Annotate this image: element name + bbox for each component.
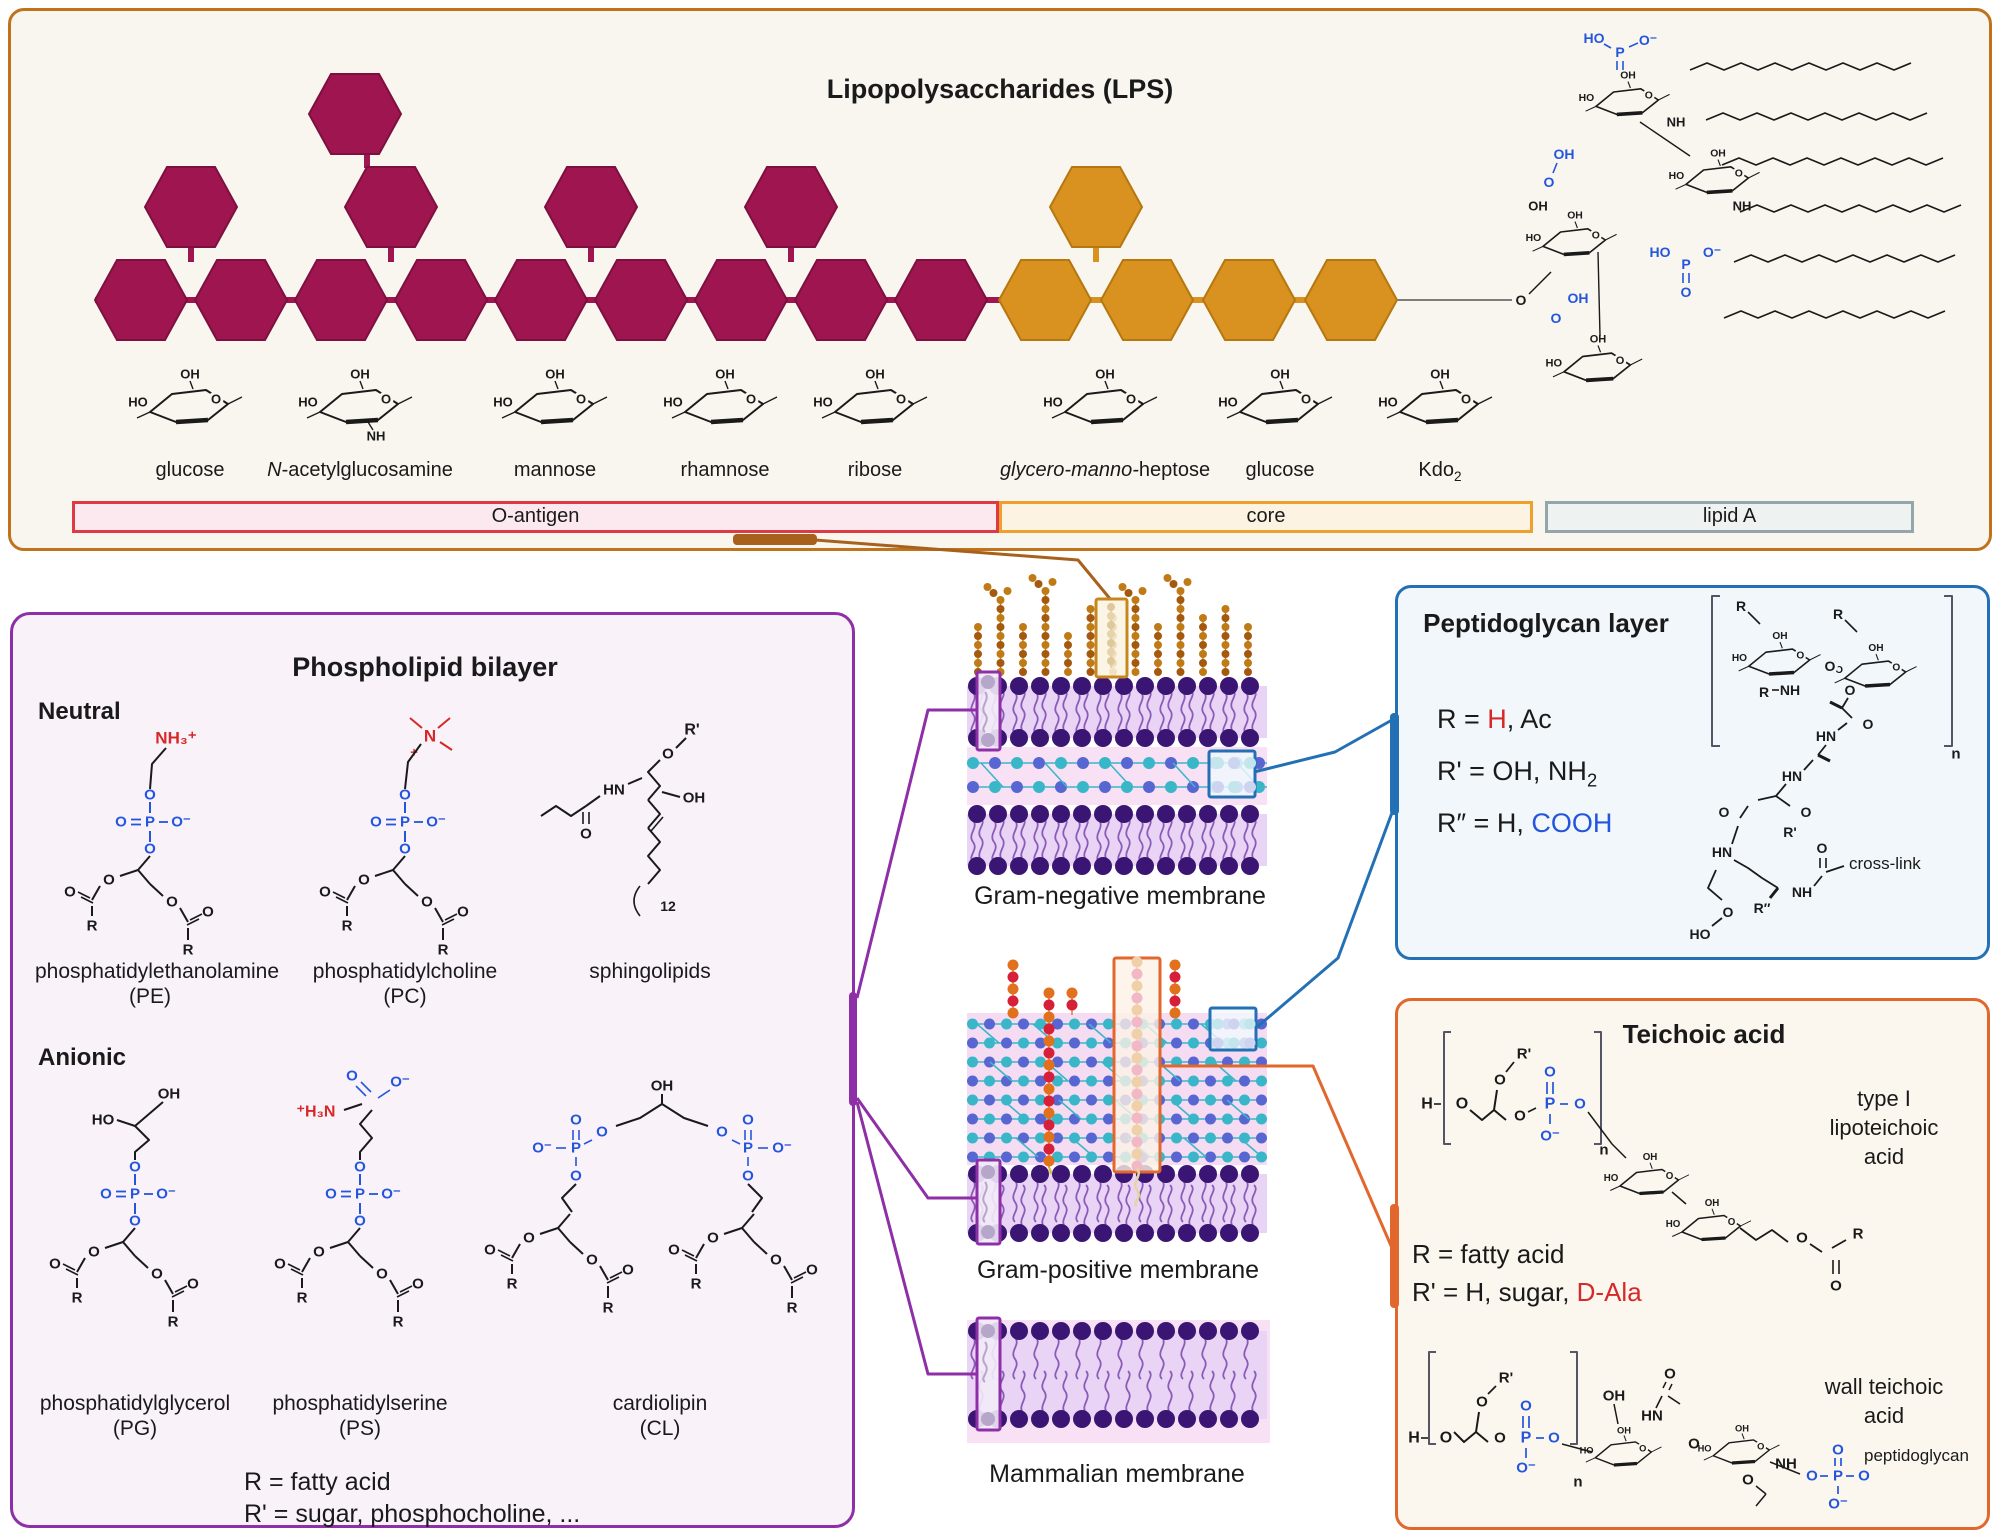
phospholipid-panel [10,612,855,1528]
gram-negative-membrane-art [967,574,1267,875]
type1-line3: acid [1863,1144,1905,1169]
pg-line-rprime: R' = OH, NH2 [1437,756,1598,791]
lps-title: Lipopolysaccharides (LPS) [826,74,1174,104]
sugar-label: glucose [1245,459,1315,481]
ta-legend-r: R = fatty acid [1412,1239,1565,1269]
lps-region-core: core [999,501,1533,533]
pl-legend-rprime: R' = sugar, phosphocholine, ... [244,1500,581,1528]
sugar-label: glucose [155,459,225,481]
lps-region-lipid-a: lipid A [1545,501,1914,533]
gram-negative-label: Gram-negative membrane [974,882,1266,910]
type1-line2: lipoteichoic [1829,1115,1939,1140]
peptidoglycan-panel [1395,585,1990,960]
pg-line-r: R = H, Ac [1437,704,1552,734]
peptidoglycan-anchor-label: peptidoglycan [1864,1446,1969,1465]
sugar-label: mannose [513,459,597,481]
anionic-heading: Anionic [38,1044,126,1071]
highlight-boxes [975,597,1258,1432]
wall-line1: wall teichoic [1824,1374,1944,1399]
sugar-label: rhamnose [680,459,770,481]
teichoic-panel [1395,998,1990,1530]
gram-positive-membrane-art [967,959,1267,1242]
wall-line2: acid [1863,1403,1905,1428]
sugar-label: ribose [847,459,903,481]
sugar-label: Kdo2 [1418,459,1462,484]
pl-legend-r: R = fatty acid [244,1468,391,1496]
teichoic-title: Teichoic acid [1622,1019,1786,1049]
lps-region-o-antigen: O-antigen [72,501,999,533]
lipid-name-cl: cardiolipin(CL) [612,1392,708,1440]
mammalian-label: Mammalian membrane [989,1460,1245,1488]
neutral-heading: Neutral [38,698,121,725]
sugar-label: glycero-manno-heptose [999,459,1211,481]
mammalian-membrane-art [967,1320,1270,1443]
lipid-name-pc: phosphatidylcholine(PC) [312,960,498,1008]
cross-link-label: cross-link [1849,854,1921,873]
peptidoglycan-title: Peptidoglycan layer [1423,608,1669,638]
phospholipid-title: Phospholipid bilayer [292,652,558,682]
gram-positive-label: Gram-positive membrane [976,1256,1260,1284]
type1-line1: type I [1857,1086,1911,1111]
ta-legend-rprime: R' = H, sugar, D-Ala [1412,1277,1642,1307]
sugar-label: N-acetylglucosamine [267,459,453,481]
pg-line-rdprime: R″ = H, COOH [1437,808,1613,838]
lipid-name-sphingolipids: sphingolipids [589,960,711,983]
lipid-name-ps: phosphatidylserine(PS) [272,1392,448,1440]
lipid-name-pg: phosphatidylglycerol(PG) [39,1392,231,1440]
lipid-name-pe: phosphatidylethanolamine(PE) [35,960,280,1008]
